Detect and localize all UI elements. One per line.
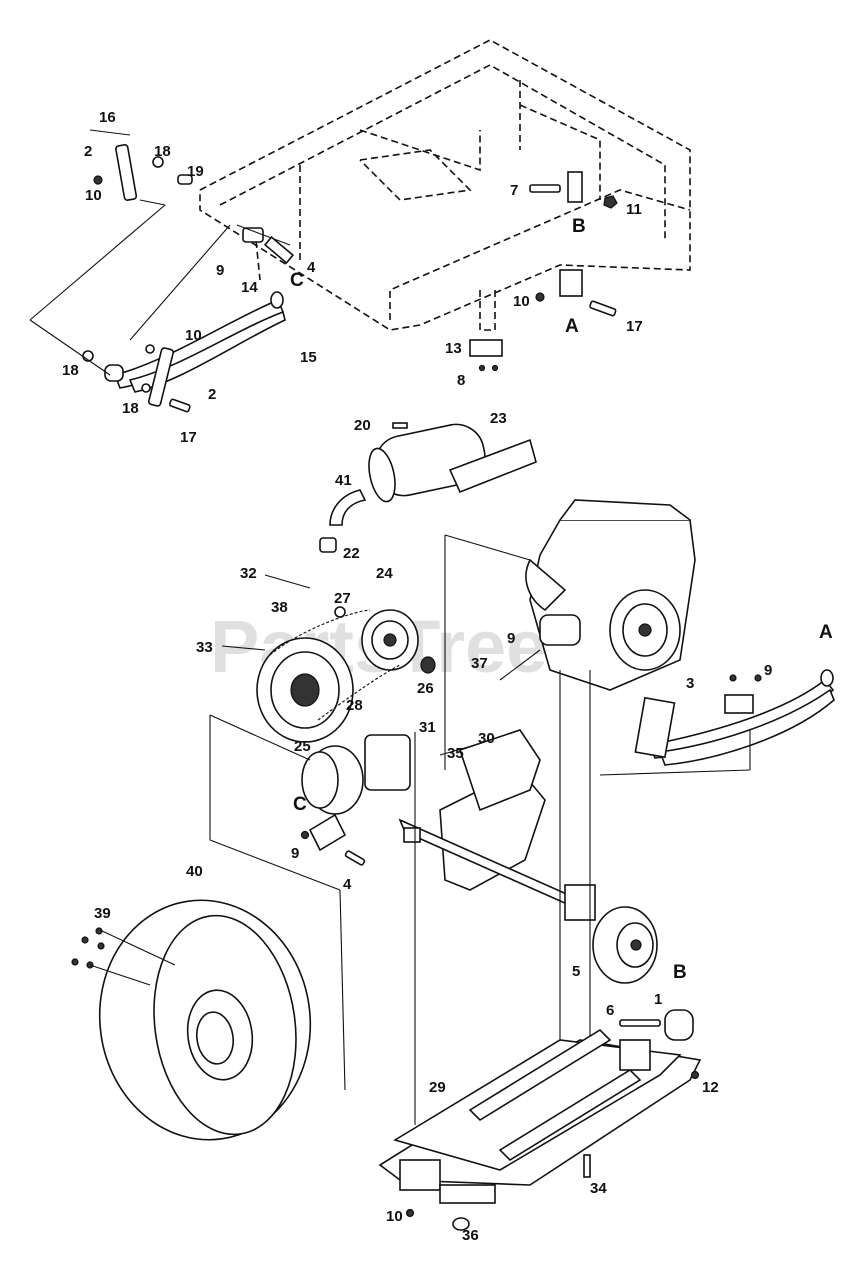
callout-4: 4 (307, 259, 316, 276)
callout-27: 27 (334, 590, 351, 607)
callout-18: 18 (62, 362, 79, 379)
callout-29: 29 (429, 1079, 446, 1096)
callout-7: 7 (510, 182, 518, 199)
transaxle-assembly (209, 670, 658, 1125)
callout-22: 22 (343, 545, 360, 562)
callout-31: 31 (419, 719, 436, 736)
callout-28: 28 (346, 697, 363, 714)
callout-9: 9 (216, 262, 224, 279)
callout-36: 36 (462, 1227, 479, 1244)
callout-30: 30 (478, 730, 495, 747)
leaf-spring-assembly (29, 129, 295, 413)
callout-12: 12 (702, 1079, 719, 1096)
callout-13: 13 (445, 340, 462, 357)
callout-9: 9 (291, 845, 299, 862)
callout-2: 2 (208, 386, 216, 403)
callout-39: 39 (94, 905, 111, 922)
callout-1: 1 (654, 991, 662, 1008)
muffler-assembly (319, 422, 537, 553)
frame-mount-hardware (469, 171, 618, 372)
callout-9: 9 (507, 630, 515, 647)
callout-B: B (572, 216, 586, 237)
callout-9: 9 (764, 662, 772, 679)
callout-35: 35 (447, 745, 464, 762)
callout-18: 18 (122, 400, 139, 417)
callout-34: 34 (590, 1180, 607, 1197)
callout-16: 16 (99, 109, 116, 126)
wheel-tire (71, 899, 312, 1141)
callout-20: 20 (354, 417, 371, 434)
callout-labels: 16 2 18 19 10 7 B 11 9 4 14 C 10 A 17 10… (62, 109, 833, 1244)
callout-37: 37 (471, 655, 488, 672)
callout-24: 24 (376, 565, 393, 582)
callout-B: B (673, 962, 687, 983)
callout-10: 10 (513, 293, 530, 310)
callout-17: 17 (626, 318, 643, 335)
callout-10: 10 (185, 327, 202, 344)
callout-33: 33 (196, 639, 213, 656)
callout-23: 23 (490, 410, 507, 427)
callout-26: 26 (417, 680, 434, 697)
callout-15: 15 (300, 349, 317, 366)
callout-14: 14 (241, 279, 258, 296)
drive-belt-pulleys (221, 574, 436, 743)
callout-3: 3 (686, 675, 694, 692)
callout-6: 6 (606, 1002, 614, 1019)
callout-4: 4 (343, 876, 352, 893)
callout-10: 10 (85, 187, 102, 204)
callout-38: 38 (271, 599, 288, 616)
callout-A: A (819, 622, 833, 643)
callout-41: 41 (335, 472, 352, 489)
engine (444, 499, 696, 770)
callout-A: A (565, 316, 579, 337)
callout-10: 10 (386, 1208, 403, 1225)
frame-dashed (199, 39, 691, 331)
callout-32: 32 (240, 565, 257, 582)
callout-25: 25 (294, 738, 311, 755)
callout-40: 40 (186, 863, 203, 880)
callout-5: 5 (572, 963, 580, 980)
callout-2: 2 (84, 143, 92, 160)
callout-18: 18 (154, 143, 171, 160)
callout-8: 8 (457, 372, 465, 389)
callout-11: 11 (626, 201, 642, 218)
rear-leaf-spring (599, 669, 835, 776)
callout-19: 19 (187, 163, 204, 180)
callout-17: 17 (180, 429, 197, 446)
callout-C: C (290, 270, 304, 291)
lower-chassis (378, 1009, 702, 1231)
callout-C: C (293, 794, 307, 815)
